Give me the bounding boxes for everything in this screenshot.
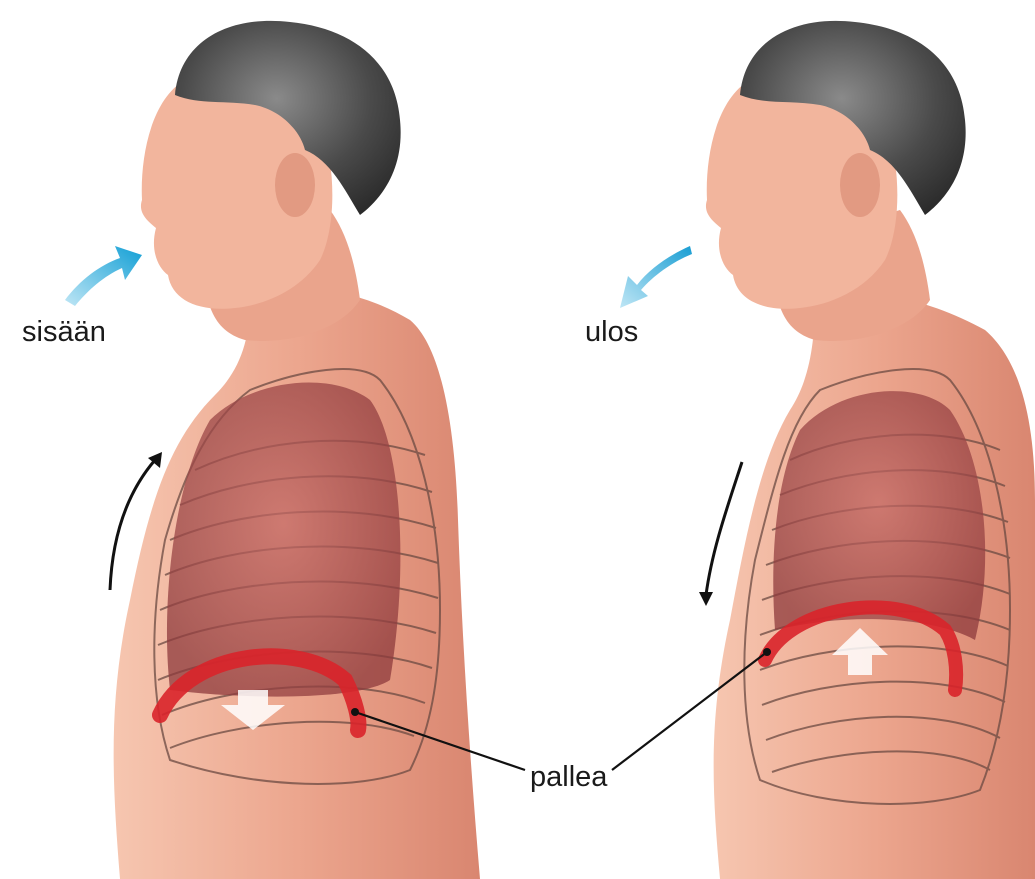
ear [840, 153, 880, 217]
exhale-air-arrow [620, 246, 692, 308]
leader-dot-left [351, 708, 359, 716]
chest-down-arrow [706, 462, 742, 595]
diaphragm-label: pallea [530, 763, 607, 792]
chest-down-arrowhead [699, 592, 713, 606]
figure-inhale [65, 21, 480, 879]
leader-dot-right [763, 648, 771, 656]
ear [275, 153, 315, 217]
inhale-air-arrow [65, 246, 142, 306]
figure-exhale [620, 21, 1035, 879]
exhale-label: ulos [585, 318, 638, 347]
inhale-label: sisään [22, 318, 106, 347]
